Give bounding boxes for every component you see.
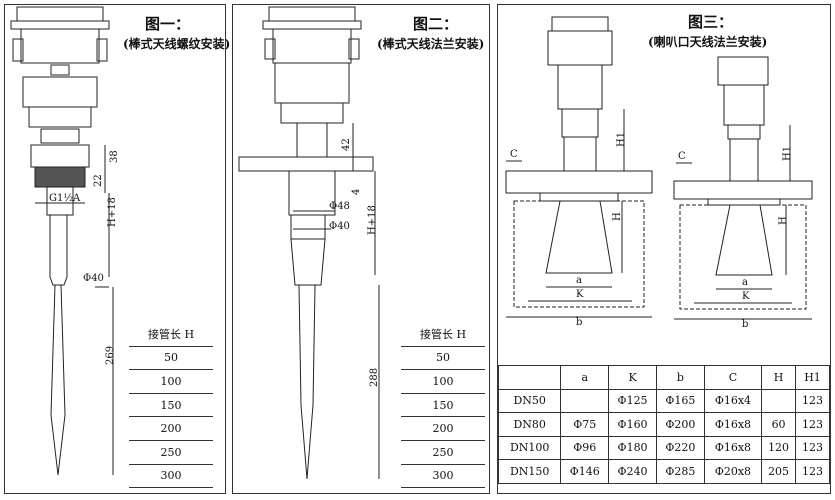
dim-phi48: Φ48: [329, 201, 350, 212]
figure-1-title: 图一：: [145, 15, 191, 33]
dim-k-left: K: [576, 289, 584, 300]
dim-b-right: b: [742, 319, 749, 330]
length-cell: 50: [129, 346, 213, 371]
dim-22: 22: [93, 174, 104, 187]
table-cell: Φ16x4: [703, 388, 763, 413]
dim-h18: H+18: [367, 205, 378, 235]
table-cell: [560, 388, 610, 413]
table-cell: Φ240: [608, 459, 657, 484]
figure-2-subtitle: (棒式天线法兰安装): [377, 37, 485, 51]
table-cell: DN150: [497, 459, 562, 484]
table-cell: Φ20x8: [703, 459, 763, 484]
dim-thread: G1½A: [49, 193, 81, 204]
length-table-2: 接管长 H 50 100 150 200 250 300: [401, 323, 485, 489]
dim-h1-right: H1: [782, 145, 793, 161]
dim-h-right: H: [778, 216, 789, 225]
dim-a-right: a: [742, 277, 748, 288]
table-cell: DN50: [497, 388, 562, 413]
table-cell: Φ180: [608, 435, 657, 460]
table-row: DN80 Φ75 Φ160 Φ200 Φ16x8 60 123: [497, 412, 830, 437]
table-cell: Φ16x8: [703, 435, 763, 460]
table-header-cell: [497, 365, 562, 390]
dim-4: 4: [351, 188, 362, 195]
rod-antenna-thread-drawing: [10, 6, 114, 476]
dim-phi40: Φ40: [329, 221, 350, 232]
dim-288: 288: [369, 367, 380, 387]
length-cell: 200: [129, 416, 213, 441]
flange-spec-table: a K b C H H1 DN50 Φ125 Φ165 Φ16x4 123 DN…: [497, 365, 830, 484]
dim-h1-left: H1: [616, 131, 627, 147]
table-cell: 60: [761, 412, 797, 437]
length-cell: 150: [401, 393, 485, 418]
table-cell: Φ96: [560, 435, 610, 460]
length-cell: 300: [129, 464, 213, 489]
dim-h18: H+18: [107, 197, 118, 227]
figure-2-panel: 图二： (棒式天线法兰安装) 42 4 Φ48 Φ40 H+18 288 接管长…: [232, 4, 490, 494]
length-cell: 250: [129, 440, 213, 465]
length-cell: 100: [401, 369, 485, 394]
dim-c-left: C: [510, 149, 518, 160]
length-table-header: 接管长 H: [401, 323, 485, 347]
table-row: DN50 Φ125 Φ165 Φ16x4 123: [497, 388, 830, 413]
table-header-cell: a: [560, 365, 610, 390]
table-header-cell: H1: [795, 365, 830, 390]
horn-antenna-flange-drawing: [505, 16, 813, 320]
table-cell: 205: [761, 459, 797, 484]
dim-h-left: H: [612, 212, 623, 221]
length-table-header: 接管长 H: [129, 323, 213, 347]
dim-269: 269: [105, 345, 116, 365]
table-cell: Φ160: [608, 412, 657, 437]
table-cell: 123: [795, 459, 830, 484]
length-cell: 50: [401, 346, 485, 371]
table-row: DN100 Φ96 Φ180 Φ220 Φ16x8 120 123: [497, 435, 830, 460]
table-cell: DN80: [497, 412, 562, 437]
table-cell: Φ16x8: [703, 412, 763, 437]
dim-c-right: C: [678, 151, 686, 162]
figure-3-panel: 图三： (喇叭口天线法兰安装) H1 H1 C C H H a a K K b …: [497, 4, 831, 494]
figure-2-title: 图二：: [413, 15, 459, 33]
length-cell: 250: [401, 440, 485, 465]
table-cell: Φ220: [655, 435, 705, 460]
table-cell: Φ165: [655, 388, 705, 413]
length-cell: 100: [129, 369, 213, 394]
table-header-cell: b: [655, 365, 705, 390]
table-cell: 123: [795, 412, 830, 437]
table-cell: Φ200: [655, 412, 705, 437]
table-row: DN150 Φ146 Φ240 Φ285 Φ20x8 205 123: [497, 459, 830, 484]
figure-1-panel: 图一： (棒式天线螺纹安装) 38 22 G1½A H+18 Φ40 269 接…: [4, 4, 230, 494]
dim-a-left: a: [576, 275, 582, 286]
table-cell: Φ146: [560, 459, 610, 484]
dim-phi40: Φ40: [83, 273, 104, 284]
length-cell: 200: [401, 416, 485, 441]
dim-38: 38: [109, 150, 120, 163]
figure-3-subtitle: (喇叭口天线法兰安装): [648, 35, 768, 49]
table-header-row: a K b C H H1: [497, 365, 830, 390]
dim-k-right: K: [742, 291, 750, 302]
table-cell: Φ285: [655, 459, 705, 484]
table-cell: [761, 388, 797, 413]
table-cell: Φ125: [608, 388, 657, 413]
table-cell: DN100: [497, 435, 562, 460]
length-cell: 300: [401, 464, 485, 489]
length-table-1: 接管长 H 50 100 150 200 250 300: [129, 323, 213, 489]
rod-antenna-flange-drawing: [238, 6, 380, 480]
length-cell: 150: [129, 393, 213, 418]
table-cell: 123: [795, 388, 830, 413]
table-header-cell: K: [608, 365, 657, 390]
dim-b-left: b: [576, 317, 583, 328]
dim-42: 42: [341, 138, 352, 151]
figure-1-subtitle: (棒式天线螺纹安装): [123, 37, 231, 51]
table-header-cell: H: [761, 365, 797, 390]
table-header-cell: C: [703, 365, 763, 390]
table-cell: 123: [795, 435, 830, 460]
table-cell: Φ75: [560, 412, 610, 437]
figure-3-title: 图三：: [688, 13, 734, 31]
table-cell: 120: [761, 435, 797, 460]
